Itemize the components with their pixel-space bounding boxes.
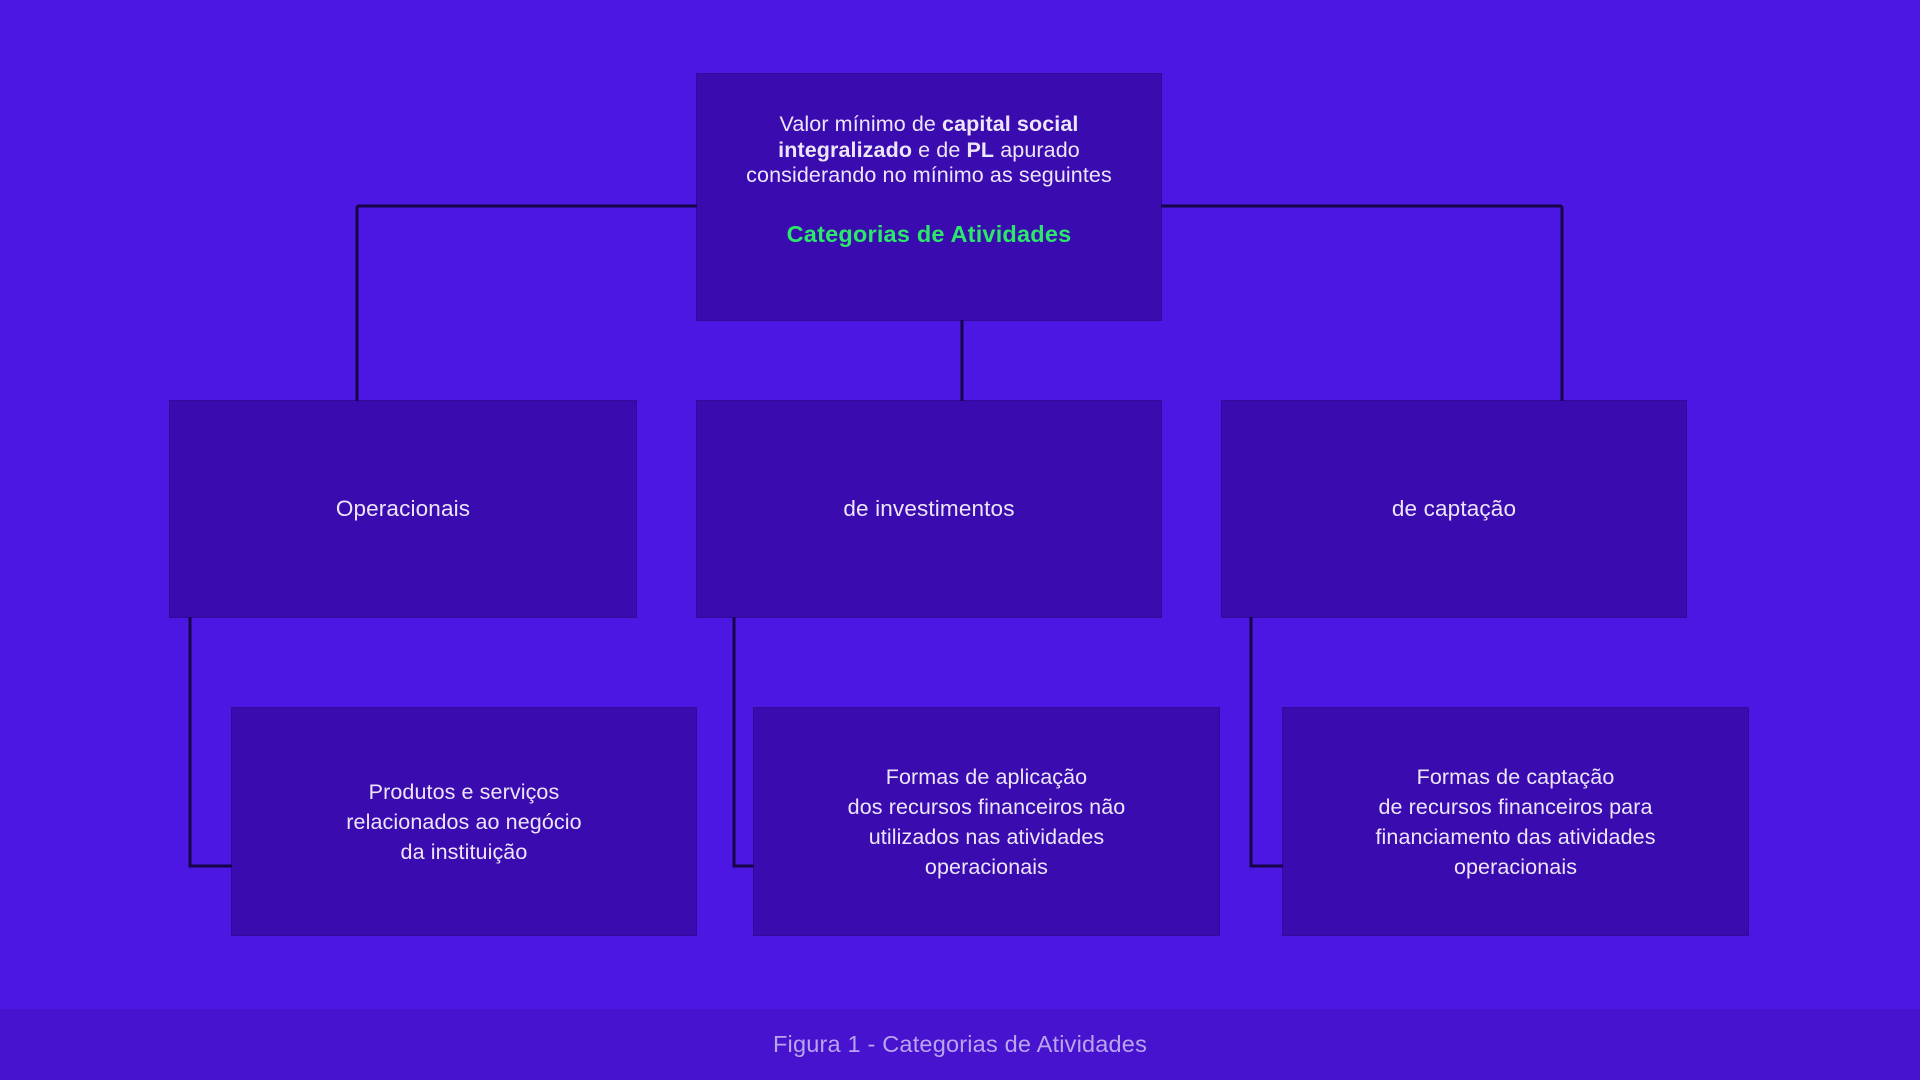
node-category-label: de investimentos: [843, 496, 1015, 521]
node-detail-label: Formas de aplicação dos recursos finance…: [847, 764, 1126, 879]
node-category-label: Operacionais: [335, 496, 471, 521]
node-detail-label: Formas de captação de recursos financeir…: [1375, 764, 1656, 879]
root-paragraph-suffix: apurado considerando no mínimo as seguin…: [746, 137, 1112, 188]
root-paragraph: Valor mínimo de capital social integrali…: [719, 112, 1139, 189]
node-category-investimentos: de investimentos: [697, 401, 1161, 617]
node-category-label: de captação: [1391, 496, 1517, 521]
node-detail-operacionais: Produtos e serviços relacionados ao negó…: [232, 708, 696, 935]
figure-caption-text: Figura 1 - Categorias de Atividades: [772, 1031, 1148, 1057]
root-heading: Categorias de Atividades: [786, 220, 1072, 247]
figure-caption-bar: Figura 1 - Categorias de Atividades: [0, 1009, 1920, 1080]
node-root: Valor mínimo de capital social integrali…: [697, 74, 1161, 320]
root-paragraph-mid: e de: [912, 137, 967, 162]
root-paragraph-prefix: Valor mínimo de: [779, 112, 943, 136]
root-paragraph-bold-capital-social: capital social integralizado: [778, 112, 1079, 162]
node-detail-investimentos: Formas de aplicação dos recursos finance…: [754, 708, 1219, 935]
node-category-captacao: de captação: [1222, 401, 1686, 617]
node-detail-captacao: Formas de captação de recursos financeir…: [1283, 708, 1748, 935]
node-detail-label: Produtos e serviços relacionados ao negó…: [346, 779, 582, 864]
node-category-operacionais: Operacionais: [170, 401, 636, 617]
root-paragraph-bold-pl: PL: [966, 137, 995, 162]
